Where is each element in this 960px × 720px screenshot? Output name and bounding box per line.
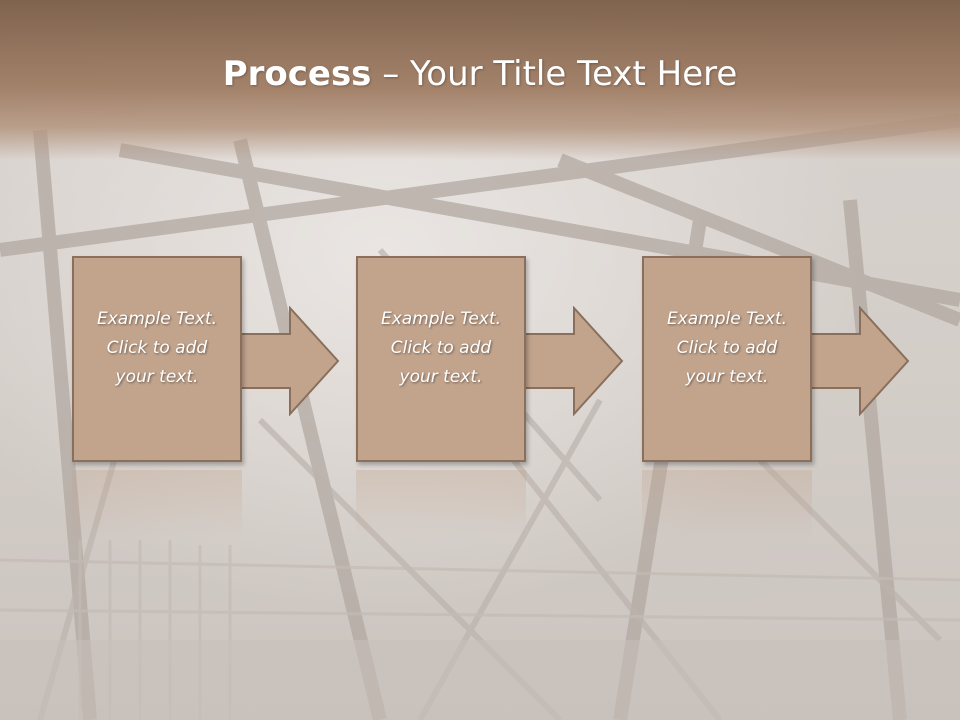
step-1-box[interactable]: Example Text. Click to add your text. bbox=[72, 256, 242, 462]
title-rest: – Your Title Text Here bbox=[371, 54, 738, 94]
title-band bbox=[0, 0, 960, 160]
process-step-1: Example Text. Click to add your text. bbox=[72, 256, 340, 468]
step-2-reflection bbox=[356, 470, 526, 540]
step-2-box[interactable]: Example Text. Click to add your text. bbox=[356, 256, 526, 462]
step-3-box[interactable]: Example Text. Click to add your text. bbox=[642, 256, 812, 462]
right-arrow-icon bbox=[808, 306, 910, 416]
step-2-text[interactable]: Example Text. Click to add your text. bbox=[380, 308, 502, 387]
slide-title[interactable]: Process – Your Title Text Here bbox=[0, 52, 960, 96]
right-arrow-icon bbox=[238, 306, 340, 416]
step-1-text[interactable]: Example Text. Click to add your text. bbox=[96, 308, 218, 387]
right-arrow-icon bbox=[522, 306, 624, 416]
step-3-reflection bbox=[642, 470, 812, 540]
title-bold: Process bbox=[222, 54, 372, 94]
step-1-reflection bbox=[72, 470, 242, 540]
step-3-text[interactable]: Example Text. Click to add your text. bbox=[666, 308, 788, 387]
process-step-2: Example Text. Click to add your text. bbox=[356, 256, 624, 468]
process-step-3: Example Text. Click to add your text. bbox=[642, 256, 910, 468]
